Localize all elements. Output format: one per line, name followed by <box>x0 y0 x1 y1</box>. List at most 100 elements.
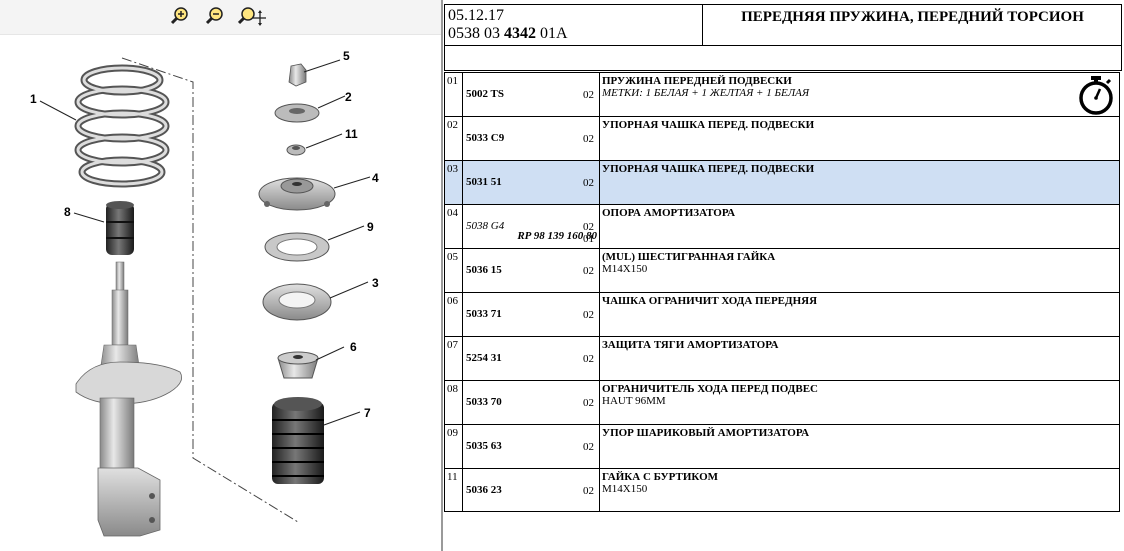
callout-1[interactable]: 1 <box>30 92 37 106</box>
row-desc-cell: ЗАЩИТА ТЯГИ АМОРТИЗАТОРА <box>600 337 1119 380</box>
part-reference[interactable]: 5033 70 <box>466 396 502 408</box>
header-code: 0538 03 4342 01A <box>448 25 568 42</box>
part-reference[interactable]: 5002 TS <box>466 88 505 100</box>
callout-6[interactable]: 6 <box>350 340 357 354</box>
callout-7[interactable]: 7 <box>364 406 371 420</box>
zoom-in-icon[interactable] <box>170 6 190 26</box>
part-note: HAUT 96MM <box>602 395 666 407</box>
parts-header: 05.12.17 0538 03 4342 01A ПЕРЕДНЯЯ ПРУЖИ… <box>444 4 1122 46</box>
bump-cap-6 <box>277 351 319 379</box>
zoom-toolbar <box>0 0 441 35</box>
row-ref-cell: 5033 C9 02 <box>463 117 600 160</box>
parts-panel: 05.12.17 0538 03 4342 01A ПЕРЕДНЯЯ ПРУЖИ… <box>443 0 1124 551</box>
part-description: ЗАЩИТА ТЯГИ АМОРТИЗАТОРА <box>602 339 779 351</box>
row-index: 05 <box>445 249 463 292</box>
part-reference[interactable]: 5033 C9 <box>466 132 505 144</box>
row-ref-cell: 5033 71 02 <box>463 293 600 336</box>
part-quantity-alt: 01 <box>583 233 594 245</box>
part-description: УПОРНАЯ ЧАШКА ПЕРЕД. ПОДВЕСКИ <box>602 119 815 131</box>
part-description: ГАЙКА С БУРТИКОМ <box>602 471 719 483</box>
header-date: 05.12.17 <box>448 7 504 24</box>
header-meta: 05.12.17 0538 03 4342 01A <box>445 5 703 45</box>
zoom-out-icon[interactable] <box>205 6 225 26</box>
coil-spring <box>74 64 170 188</box>
row-desc-cell: УПОР ШАРИКОВЫЙ АМОРТИЗАТОРА <box>600 425 1119 468</box>
part-reference[interactable]: 5035 63 <box>466 440 502 452</box>
row-index: 03 <box>445 161 463 204</box>
callout-8[interactable]: 8 <box>64 205 71 219</box>
part-reference[interactable]: 5038 G4 <box>466 220 505 232</box>
panel-splitter[interactable] <box>441 0 443 551</box>
part-reference[interactable]: 5254 31 <box>466 352 502 364</box>
row-desc-cell: ЧАШКА ОГРАНИЧИТ ХОДА ПЕРЕДНЯЯ <box>600 293 1119 336</box>
part-reference[interactable]: 5036 15 <box>466 264 502 276</box>
callout-9[interactable]: 9 <box>367 220 374 234</box>
row-index: 11 <box>445 469 463 511</box>
callout-2[interactable]: 2 <box>345 90 352 104</box>
callout-11[interactable]: 11 <box>345 127 358 141</box>
part-description: ПРУЖИНА ПЕРЕДНЕЙ ПОДВЕСКИ <box>602 75 792 87</box>
bump-stop <box>106 201 134 255</box>
page-title: ПЕРЕДНЯЯ ПРУЖИНА, ПЕРЕДНИЙ ТОРСИОН <box>741 9 1084 25</box>
part-quantity: 02 <box>583 309 594 321</box>
bearing-9 <box>264 232 330 262</box>
row-index: 02 <box>445 117 463 160</box>
part-description: УПОР ШАРИКОВЫЙ АМОРТИЗАТОРА <box>602 427 810 439</box>
nut-5 <box>288 63 307 87</box>
row-index: 01 <box>445 73 463 116</box>
boot-7 <box>272 397 324 484</box>
part-quantity: 02 <box>583 397 594 409</box>
part-reference-alt[interactable]: RP 98 139 160 80 <box>517 230 597 242</box>
row-ref-cell: 5254 31 02 <box>463 337 600 380</box>
part-quantity: 02 <box>583 89 594 101</box>
part-quantity: 02 <box>583 221 594 233</box>
row-ref-cell: 5002 TS 02 <box>463 73 600 116</box>
part-reference[interactable]: 5036 23 <box>466 484 502 496</box>
callout-3[interactable]: 3 <box>372 276 379 290</box>
part-quantity: 02 <box>583 353 594 365</box>
exploded-diagram: 1 2 3 4 5 6 7 8 9 11 <box>30 49 379 537</box>
row-desc-cell: ОПОРА АМОРТИЗАТОРА <box>600 205 1119 248</box>
part-reference[interactable]: 5031 51 <box>466 176 502 188</box>
subheader-bar <box>444 45 1122 71</box>
mount-4 <box>258 177 336 211</box>
row-desc-cell: УПОРНАЯ ЧАШКА ПЕРЕД. ПОДВЕСКИ <box>600 117 1119 160</box>
callout-4[interactable]: 4 <box>372 171 379 185</box>
part-description: (MUL) ШЕСТИГРАННАЯ ГАЙКА <box>602 251 776 263</box>
part-quantity: 02 <box>583 265 594 277</box>
cup-3 <box>262 283 332 321</box>
diagram-panel: 1 2 3 4 5 6 7 8 9 11 <box>0 0 441 551</box>
row-index: 08 <box>445 381 463 424</box>
part-note: M14X150 <box>602 263 648 275</box>
zoom-move-icon[interactable] <box>237 6 266 26</box>
stopwatch-icon[interactable] <box>1077 75 1115 118</box>
callout-5[interactable]: 5 <box>343 49 350 63</box>
row-ref-cell: 5033 70 02 <box>463 381 600 424</box>
part-quantity: 02 <box>583 133 594 145</box>
part-description: ЧАШКА ОГРАНИЧИТ ХОДА ПЕРЕДНЯЯ <box>602 295 818 307</box>
part-note: МЕТКИ: 1 БЕЛАЯ + 1 ЖЕЛТАЯ + 1 БЕЛАЯ <box>602 87 810 99</box>
part-reference[interactable]: 5033 71 <box>466 308 502 320</box>
row-ref-cell: 5036 15 02 <box>463 249 600 292</box>
row-index: 04 <box>445 205 463 248</box>
part-description: ОПОРА АМОРТИЗАТОРА <box>602 207 736 219</box>
part-description: УПОРНАЯ ЧАШКА ПЕРЕД. ПОДВЕСКИ <box>602 163 815 175</box>
